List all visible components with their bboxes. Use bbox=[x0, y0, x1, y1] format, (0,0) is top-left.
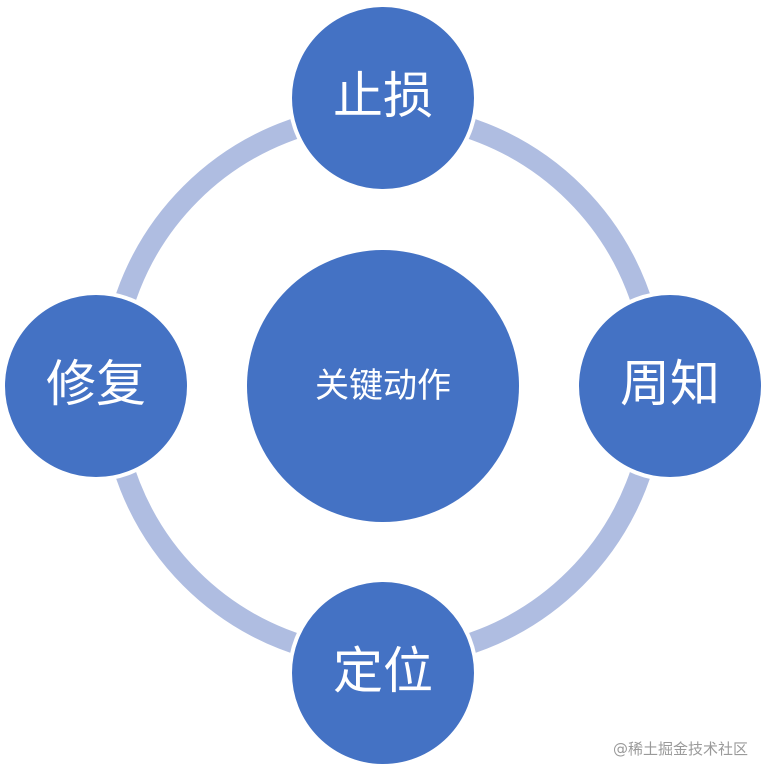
center-label: 关键动作 bbox=[315, 366, 451, 406]
node-bottom-circle bbox=[288, 578, 478, 768]
node-left-circle bbox=[1, 291, 191, 481]
node-left: 修复 bbox=[1, 291, 191, 481]
node-right-circle bbox=[575, 291, 765, 481]
node-bottom: 定位 bbox=[288, 578, 478, 768]
node-right-label: 周知 bbox=[620, 355, 720, 413]
node-left-label: 修复 bbox=[46, 355, 146, 413]
node-top: 止损 bbox=[288, 3, 478, 193]
center-circle bbox=[247, 250, 519, 522]
node-top-label: 止损 bbox=[333, 67, 433, 125]
node-bottom-label: 定位 bbox=[333, 642, 433, 700]
watermark: @稀土掘金技术社区 bbox=[612, 740, 748, 758]
node-right: 周知 bbox=[575, 291, 765, 481]
node-top-circle bbox=[288, 3, 478, 193]
